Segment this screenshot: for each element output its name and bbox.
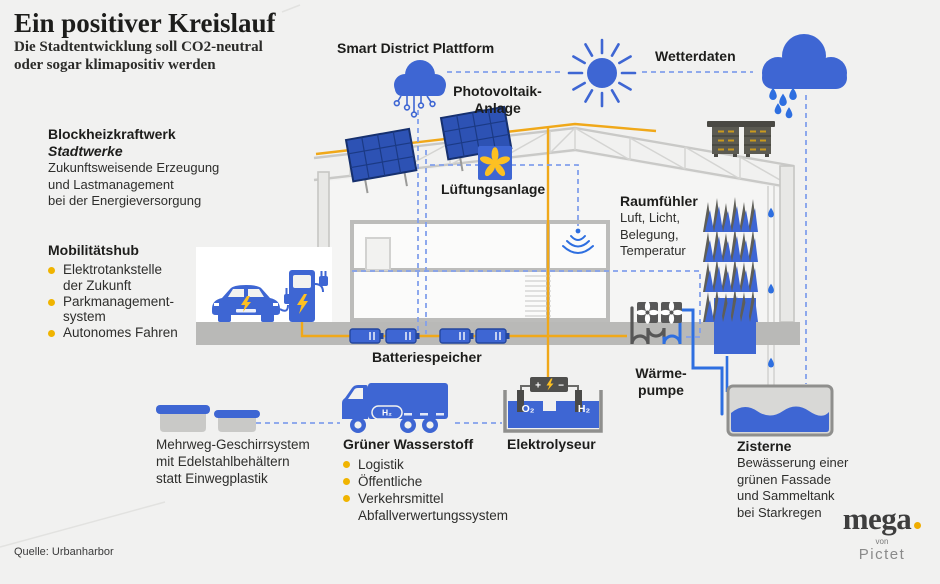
hydrogen-label: H₂ (578, 403, 591, 415)
list-item: Parkmanagement- system (48, 294, 208, 326)
blockheizkraftwerk-body: Zukunftsweisende Erzeugung und Lastmanag… (48, 160, 220, 208)
blockheizkraftwerk-subtitle: Stadtwerke (48, 143, 123, 159)
solar-panel-icon (344, 127, 418, 194)
container-icon (156, 405, 210, 432)
interior-rooms (350, 220, 610, 322)
logo-dot-icon (914, 522, 922, 529)
label-waermepumpe: Wärme- pumpe (635, 365, 687, 398)
beehive-icon (707, 121, 743, 157)
heat-pump-fan-icon (636, 301, 659, 324)
page-subtitle: Die Stadtentwicklung soll CO2-neutral od… (14, 39, 263, 73)
list-item-label: Elektrotankstelle der Zukunft (63, 262, 163, 293)
power-line-battery (300, 316, 627, 338)
heat-pump-fan-icon (660, 301, 683, 324)
zisterne-block: Zisterne Bewässerung einer grünen Fassad… (737, 438, 872, 521)
label-smart-district: Smart District Plattform (337, 40, 495, 56)
hydrogen-truck-icon: H₂ (342, 383, 448, 433)
logo-pictet-text: Pictet (858, 546, 906, 563)
oxygen-label: O₂ (522, 403, 535, 415)
label-batteriespeicher: Batteriespeicher (372, 349, 482, 365)
list-item-label: Logistik (358, 457, 404, 472)
bullet-icon (48, 298, 55, 306)
interior-door (365, 237, 391, 271)
label-lueftungsanlage: Lüftungsanlage (441, 181, 546, 197)
ventilation-fan-icon (478, 146, 512, 180)
mobilitaetshub-title: Mobilitätshub (48, 242, 139, 258)
list-item: Öffentliche (343, 473, 543, 490)
electrolyzer-minus-label: − (558, 381, 564, 392)
cistern-icon (726, 384, 834, 437)
list-item-label: Autonomes Fahren (63, 325, 178, 341)
bullet-icon (343, 478, 350, 485)
truck-h2-label: H₂ (382, 408, 392, 418)
list-item-label: Öffentliche (358, 474, 423, 489)
vent-grille (525, 275, 551, 317)
battery-icon (475, 328, 510, 344)
bullet-icon (343, 495, 350, 502)
downspout (767, 186, 775, 386)
list-item-label: Verkehrsmittel Abfallverwertungssystem (358, 491, 509, 523)
room-sensor-icon (562, 228, 594, 254)
charging-station-icon (289, 270, 328, 322)
rain-cloud-icon (762, 34, 847, 89)
battery-icon (439, 328, 474, 344)
list-item: Verkehrsmittel Abfallverwertungssystem (343, 490, 543, 524)
source-note: Quelle: Urbanharbor (14, 546, 114, 558)
wasserstoff-title: Grüner Wasserstoff (343, 436, 474, 452)
bullet-icon (343, 461, 350, 468)
battery-storage-icons (349, 328, 510, 344)
truck-wheels (350, 417, 438, 433)
green-facade-icon (703, 197, 758, 354)
bolt-icon (241, 296, 251, 312)
list-item: Elektrotankstelle der Zukunft (48, 262, 208, 294)
reusable-container-icons (156, 405, 260, 432)
logo-von-text: von (875, 537, 889, 546)
rain-drops-icon (768, 87, 797, 368)
raumfuehler-body: Luft, Licht, Belegung, Temperatur (620, 210, 686, 258)
raumfuehler-block: Raumfühler Luft, Licht, Belegung, Temper… (620, 193, 730, 260)
label-elektrolyseur: Elektrolyseur (507, 436, 596, 452)
logo-mega-text: mega (842, 501, 912, 536)
mehrweg-block: Mehrweg-Geschirrsystem mit Edelstahlbehä… (156, 436, 341, 487)
label-photovoltaik: Photovoltaik- Anlage (453, 83, 542, 116)
wasserstoff-block: Grüner Wasserstoff Logistik Öffentliche … (343, 436, 543, 524)
raumfuehler-title: Raumfühler (620, 193, 698, 209)
mehrweg-body: Mehrweg-Geschirrsystem mit Edelstahlbehä… (156, 437, 310, 486)
perspective-lines (0, 4, 301, 548)
bullet-icon (48, 267, 55, 274)
bolt-icon (297, 294, 308, 314)
cloud-computing-icon (393, 60, 446, 118)
bolt-icon (546, 378, 554, 391)
battery-icon (385, 328, 420, 344)
label-wetterdaten: Wetterdaten (655, 48, 736, 64)
beehive-icon (739, 121, 775, 157)
heat-pump-icon (630, 301, 724, 416)
list-item: Autonomes Fahren (48, 325, 208, 341)
container-icon (214, 410, 260, 432)
sun-icon (567, 38, 637, 108)
bullet-icon (48, 330, 55, 338)
list-item-label: Parkmanagement- system (63, 293, 175, 325)
mobilitaetshub-block: Mobilitätshub Elektrotankstelle der Zuku… (48, 242, 208, 341)
electrolyzer-plus-label: + (535, 381, 541, 392)
electric-car-icon (212, 285, 293, 322)
list-item: Logistik (343, 456, 543, 473)
zisterne-body: Bewässerung einer grünen Fassade und Sam… (737, 455, 849, 520)
mega-pictet-logo: mega von Pictet (830, 503, 934, 563)
zisterne-title: Zisterne (737, 438, 792, 454)
blockheizkraftwerk-block: Blockheizkraftwerk Stadtwerke Zukunftswe… (48, 126, 258, 210)
battery-icon (349, 328, 384, 344)
blockheizkraftwerk-title: Blockheizkraftwerk (48, 126, 176, 142)
page-title: Ein positiver Kreislauf (14, 8, 276, 38)
electrolyzer-icon: + − O₂ H₂ (503, 377, 603, 433)
